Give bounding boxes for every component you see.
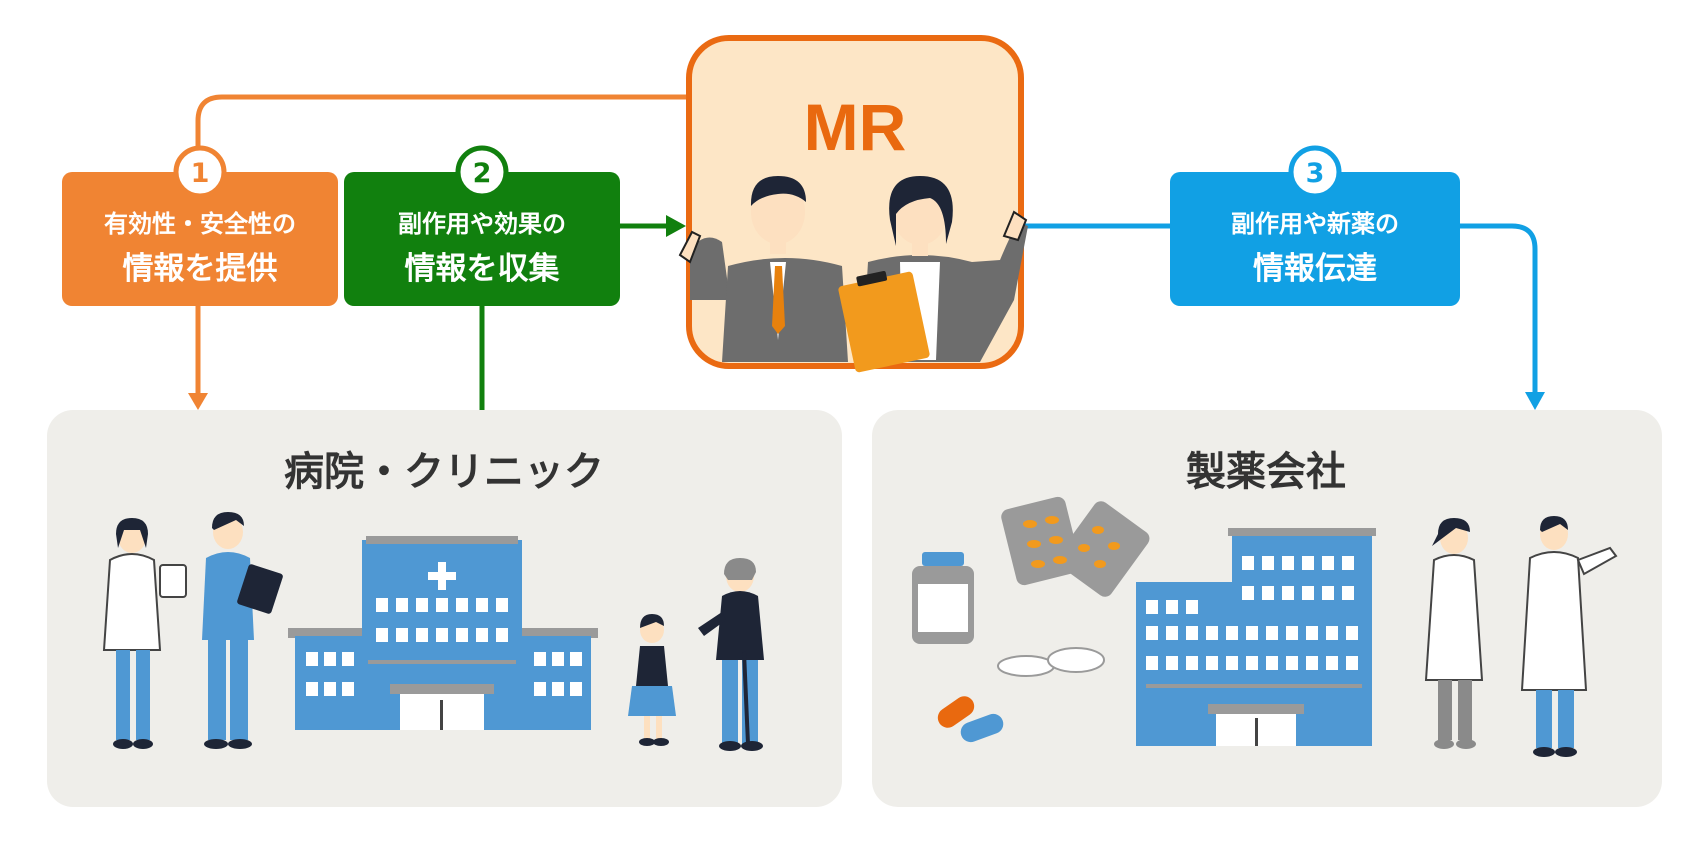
female-mr-icon: [838, 176, 1028, 373]
step-badge-2: 2: [455, 145, 509, 199]
arrow-head-3: [1525, 392, 1545, 410]
step-3-line2: 情報伝達: [1253, 251, 1377, 287]
arrow-head-1: [188, 393, 208, 410]
medicine-bottle-icon: [912, 552, 974, 644]
step-box-3: 副作用や新薬の 情報伝達: [1170, 172, 1460, 306]
blister-pack-icon: [1001, 496, 1150, 597]
step-2-line2: 情報を収集: [405, 251, 560, 287]
step-1-line1: 有効性・安全性の: [104, 210, 296, 238]
step-3-number: 3: [1306, 158, 1325, 189]
mr-box: MR: [678, 35, 1028, 373]
hospital-panel-title: 病院・クリニック: [284, 449, 604, 495]
step-2-line1: 副作用や効果の: [398, 210, 566, 238]
researcher-icon: [1424, 516, 1618, 757]
step-2-number: 2: [473, 158, 492, 189]
connector-line-1: [195, 94, 690, 395]
male-mr-icon: [678, 176, 848, 362]
mr-title: MR: [804, 90, 907, 164]
sneezing-child-icon: [628, 614, 676, 746]
step-1-line2: 情報を提供: [123, 251, 278, 287]
clipboard-icon: [838, 270, 930, 373]
capsule-icon: [937, 696, 1004, 743]
office-building-icon: [1136, 528, 1376, 746]
doctor-icon: [102, 518, 187, 749]
step-badge-3: 3: [1288, 145, 1342, 199]
pharma-panel-title: 製薬会社: [1186, 449, 1346, 495]
nurse-icon: [202, 512, 283, 749]
tablet-icon: [997, 647, 1105, 677]
connector-line-3b: [1460, 223, 1538, 394]
step-badge-1: 1: [173, 145, 227, 199]
arrow-head-2: [666, 215, 686, 237]
step-box-1: 有効性・安全性の 情報を提供: [62, 172, 338, 306]
hospital-building-icon: [288, 536, 598, 730]
step-3-line1: 副作用や新薬の: [1231, 210, 1399, 238]
step-1-number: 1: [191, 158, 210, 189]
step-box-2: 副作用や効果の 情報を収集: [344, 172, 620, 306]
elderly-person-icon: [698, 558, 764, 751]
